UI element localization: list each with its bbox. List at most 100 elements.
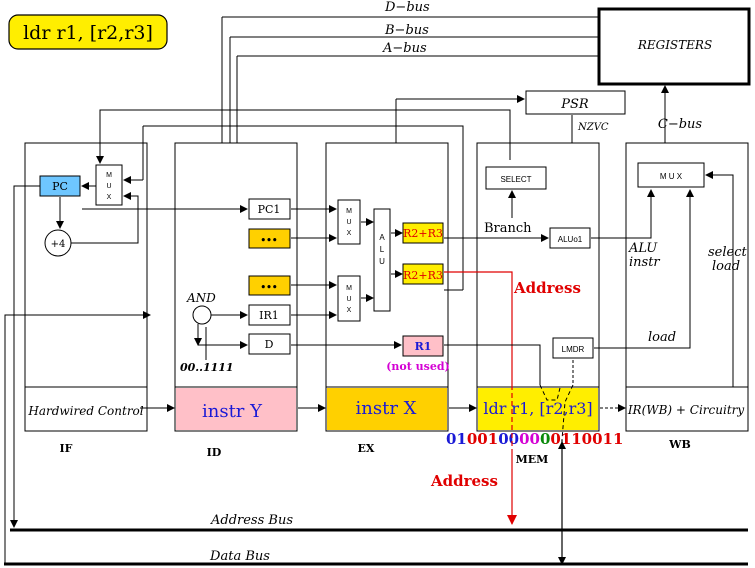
- wb-instr-label: IR(WB) + Circuitry: [627, 403, 745, 417]
- svg-text:X: X: [347, 230, 352, 237]
- address-bus-label: Address Bus: [210, 513, 293, 528]
- mem-wiring: [476, 189, 694, 385]
- plus4-adder: +4: [44, 229, 72, 257]
- wb-mux: M U X: [637, 162, 705, 188]
- stage-label-ex: EX: [358, 442, 375, 455]
- svg-text:U: U: [346, 296, 351, 303]
- wb-select-line: [705, 171, 734, 387]
- svg-text:U: U: [379, 257, 385, 266]
- svg-text:R1: R1: [415, 340, 432, 353]
- data-bus-label: Data Bus: [209, 549, 270, 564]
- if-mux: M U X: [95, 164, 123, 206]
- select-block: SELECT: [485, 166, 547, 190]
- bit-field-0: 01: [446, 430, 467, 448]
- svg-text:U: U: [106, 183, 111, 190]
- pc-label: PC: [52, 180, 68, 193]
- bit-field-4: 0: [540, 430, 550, 448]
- and-gate: [192, 305, 212, 325]
- a-bus-label: A−bus: [382, 41, 427, 56]
- svg-text:R2+R3: R2+R3: [403, 269, 443, 282]
- ex-mux-top: M U X: [337, 199, 361, 245]
- address-label-upper: Address: [513, 279, 581, 297]
- stage-label-if: IF: [60, 442, 73, 455]
- svg-text:+4: +4: [51, 239, 66, 250]
- registers-block: REGISTERS: [597, 7, 751, 86]
- ex-r1-register: R1: [402, 335, 444, 357]
- and-constant-label: 00..1111: [180, 361, 234, 374]
- stage-label-id: ID: [207, 446, 222, 459]
- select-load-label: select: [708, 245, 747, 260]
- svg-text:L: L: [380, 245, 385, 254]
- ex-result-register-bottom: R2+R3: [402, 263, 444, 285]
- title-box: ldr r1, [r2,r3]: [8, 14, 168, 50]
- alu-block: A L U: [373, 208, 391, 312]
- bit-field-3: 00: [519, 430, 540, 448]
- ir1-register: IR1: [248, 304, 291, 326]
- hardwired-control-label: Hardwired Control: [27, 404, 143, 418]
- svg-text:M U X: M U X: [660, 172, 683, 181]
- registers-label: REGISTERS: [637, 38, 712, 52]
- svg-text:M: M: [106, 172, 112, 179]
- svg-text:X: X: [347, 307, 352, 314]
- svg-text:M: M: [346, 285, 352, 292]
- ex-result-register-top: R2+R3: [402, 222, 444, 244]
- svg-text:M: M: [346, 208, 352, 215]
- b-bus-label: B−bus: [384, 23, 429, 38]
- id-instr-label: instr Y: [202, 401, 263, 422]
- select-load-label-2: load: [712, 259, 740, 274]
- svg-text:U: U: [346, 219, 351, 226]
- address-label-lower: Address: [430, 472, 498, 490]
- d-register: D: [248, 333, 291, 355]
- id-instr-box: [176, 388, 296, 430]
- c-bus-label: C−bus: [658, 117, 703, 132]
- svg-text:•••: •••: [260, 236, 277, 246]
- svg-text:PC1: PC1: [258, 203, 281, 216]
- mem-instr-box: [478, 388, 598, 430]
- mem-instr-label: ldr r1, [r2,r3]: [483, 399, 592, 418]
- stage-label-wb: WB: [668, 438, 691, 451]
- alu-instr-label-2: instr: [629, 255, 660, 270]
- bit-field-6: 110011: [561, 430, 624, 448]
- alu-instr-label: ALU: [628, 241, 658, 256]
- mem-stage-box: [476, 142, 600, 432]
- pc1-register: PC1: [248, 198, 291, 220]
- and-label: AND: [186, 291, 216, 305]
- stage-label-mem: MEM: [516, 453, 549, 466]
- bit-field-5: 0: [550, 430, 560, 448]
- aluo1-register: ALUo1: [549, 227, 591, 249]
- ex-instr-box: [327, 388, 447, 430]
- mem-dashed-routing: [539, 384, 574, 441]
- stage-outlines: [24, 142, 749, 432]
- address-path-upper: [444, 271, 513, 385]
- load-label: load: [648, 330, 676, 345]
- id-wiring: [194, 205, 402, 360]
- ex-instr-label: instr X: [356, 398, 417, 419]
- not-used-label: (not used): [386, 360, 450, 373]
- bit-field-2: 00: [498, 430, 519, 448]
- ex-mux-bottom: M U X: [337, 275, 361, 322]
- psr-label: PSR: [560, 97, 589, 112]
- nzvc-label: NZVC: [577, 122, 609, 133]
- svg-text:SELECT: SELECT: [500, 175, 531, 184]
- if-pc-register: PC: [39, 175, 81, 197]
- svg-text:ALUo1: ALUo1: [558, 235, 583, 244]
- title-text: ldr r1, [r2,r3]: [23, 22, 153, 44]
- svg-text:R2+R3: R2+R3: [403, 227, 443, 240]
- lmdr-register: LMDR: [552, 337, 594, 359]
- d-bus-label: D−bus: [384, 0, 430, 15]
- svg-text:X: X: [107, 194, 112, 201]
- branch-label: Branch: [484, 221, 532, 236]
- id-operand-a: •••: [248, 228, 291, 249]
- psr-block: PSR: [525, 90, 626, 115]
- svg-text:•••: •••: [260, 283, 277, 293]
- id-operand-b: •••: [248, 275, 291, 296]
- if-wiring: [4, 109, 511, 563]
- ex-wiring: [361, 218, 549, 346]
- svg-text:IR1: IR1: [259, 309, 279, 322]
- bit-field-1: 001: [467, 430, 498, 448]
- svg-text:D: D: [265, 338, 274, 351]
- bit-field-row: 01001000000110011: [446, 430, 623, 448]
- svg-text:LMDR: LMDR: [562, 345, 585, 354]
- svg-text:A: A: [379, 233, 385, 242]
